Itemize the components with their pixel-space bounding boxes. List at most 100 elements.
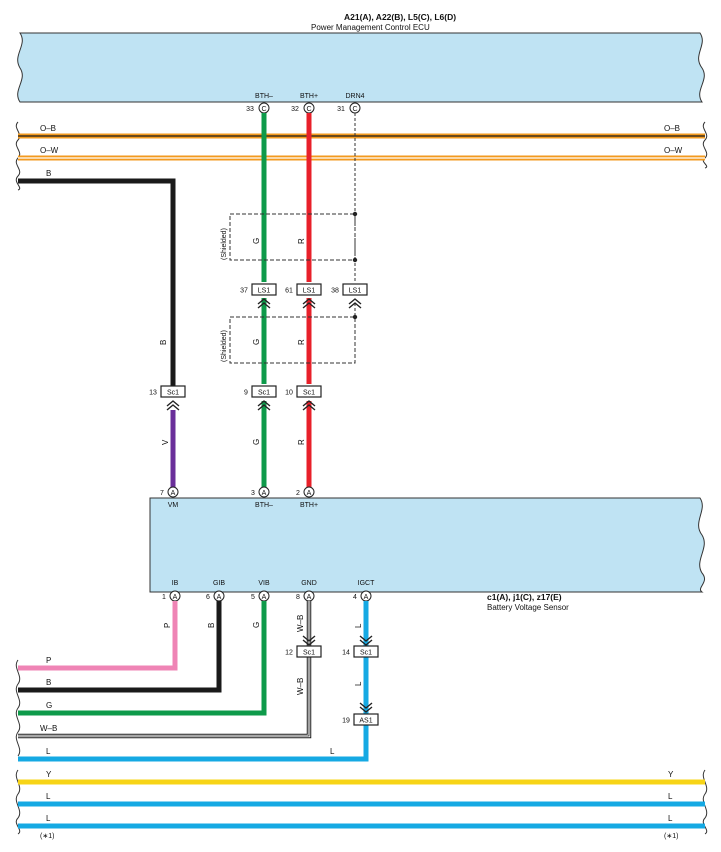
sensor-pin-name-gnd: GND [301,580,317,587]
sensor-title: c1(A), j1(C), z17(E) [487,592,562,602]
ecu-subtitle: Power Management Control ECU [311,23,430,32]
wire-l-label-v1: L [354,623,363,628]
sensor-pin-conn-5: A [262,594,267,601]
connector-sc1-14: Sc1 14 [342,635,379,658]
wire-l-label-h: L [46,747,51,756]
wire-pink-ib: P P [18,601,178,671]
bus-o-b-label-left: O–B [40,124,56,133]
ecu-pin-conn-33: C [261,106,266,113]
wire-b-top: B B [18,169,176,387]
connector-as1-19-num: 19 [342,718,350,725]
bus-l2-label-left: L [46,814,51,823]
wire-b-label-vertical: B [159,340,168,345]
bus-y-label-left: Y [46,770,52,779]
ecu-pins: BTH– BTH+ DRN4 C C C 33 32 31 [246,93,365,114]
connector-sc1-10: Sc1 10 [285,385,322,411]
ecu-box [17,32,705,103]
bus-l1-label-left: L [46,792,51,801]
sensor-pin-name-igct: IGCT [358,580,375,587]
connector-sc1-13-num: 13 [149,390,157,397]
sensor-pin-num-4: 4 [353,594,357,601]
connector-sc1-14-num: 14 [342,650,350,657]
sensor-pin-name-vm: VM [168,502,179,509]
connector-sc1-12-label: Sc1 [303,650,315,657]
sensor-bottom-pins: IB GIB VIB GND IGCT A A A A A 1 6 5 8 4 [162,580,375,602]
wire-v-label: V [161,439,170,445]
wire-r-label-3: R [297,439,306,445]
ecu-title: A21(A), A22(B), L5(C), L6(D) [344,12,456,22]
wire-g-label-bottom-v: G [252,622,261,628]
sensor-pin-conn-6: A [217,594,222,601]
bus-o-w-label-left: O–W [40,146,59,155]
shield-1: (Shielded) [221,211,358,263]
sensor-pin-conn-2: A [307,490,312,497]
connector-ls1-38: LS1 38 [331,283,368,309]
wire-g-label-2: G [252,339,261,345]
ecu-pin-name-bth-plus: BTH+ [300,93,318,100]
ecu-pin-num-32: 32 [291,106,299,113]
wire-l-label-h2: L [330,747,335,756]
sensor-pin-name-gib: GIB [213,580,225,587]
sensor-pin-num-5: 5 [251,594,255,601]
connector-ls1-37-num: 37 [240,288,248,295]
wire-b-label-top: B [46,169,51,178]
ecu-pin-name-drn4: DRN4 [345,93,364,100]
sensor-pin-num-7: 7 [160,490,164,497]
sensor-pin-num-6: 6 [206,594,210,601]
wire-g-label-3: G [252,439,261,445]
ecu-pin-conn-32: C [306,106,311,113]
sensor-box [149,497,706,593]
wire-g-label-bottom-h: G [46,701,52,710]
connector-sc1-9-label: Sc1 [258,390,270,397]
connector-as1-19: AS1 19 [342,702,379,726]
wire-r-label-1: R [297,238,306,244]
bus-o-w: O–W O–W [18,146,705,161]
shield-2: (Shielded) [221,303,358,364]
wire-red-bth-plus: R R R [297,113,312,487]
wire-green-vib: G G [18,601,267,716]
bus-l-2: L L (∗1) (∗1) [18,814,705,840]
bus-l1-label-right: L [668,792,673,801]
connector-ls1-38-num: 38 [331,288,339,295]
bus-l2-label-right: L [668,814,673,823]
sensor-pin-num-2: 2 [296,490,300,497]
connector-ls1-61-num: 61 [285,288,293,295]
ecu-pin-conn-31: C [352,106,357,113]
sensor-pin-name-ib: IB [172,580,179,587]
sensor-pin-conn-8: A [307,594,312,601]
sensor-pin-conn-3: A [262,490,267,497]
bus-l-1: L L [18,792,705,807]
connector-sc1-14-label: Sc1 [360,650,372,657]
wire-l-label-v2: L [354,681,363,686]
wire-p-label-v: P [163,623,172,628]
connector-ls1-61-label: LS1 [303,288,316,295]
bus-o-b-label-right: O–B [664,124,680,133]
connector-ls1-38-label: LS1 [349,288,362,295]
bus-o-b: O–B O–B [18,124,705,139]
ecu-pin-num-33: 33 [246,106,254,113]
wire-green-bth-minus: G G G [252,113,267,487]
footnote-right: (∗1) [664,833,678,840]
connector-ls1-37-label: LS1 [258,288,271,295]
sensor-pin-name-bth-plus: BTH+ [300,502,318,509]
sensor-pin-conn-1: A [173,594,178,601]
wire-wb-label-v2: W–B [296,678,305,695]
bus-y-label-right: Y [668,770,674,779]
connector-sc1-13-label: Sc1 [167,390,179,397]
ecu-pin-name-bth-minus: BTH– [255,93,273,100]
wire-p-label-h: P [46,656,51,665]
connector-as1-19-label: AS1 [359,718,372,725]
connector-sc1-10-label: Sc1 [303,390,315,397]
sensor-subtitle: Battery Voltage Sensor [487,603,569,612]
wire-b-label-bottom-v: B [207,623,216,628]
sensor-pin-num-3: 3 [251,490,255,497]
break-marks [15,121,708,835]
connector-sc1-10-num: 10 [285,390,293,397]
wire-g-label-1: G [252,238,261,244]
bus-y: Y Y [18,770,705,785]
wire-black-gib: B B [18,601,222,693]
connector-sc1-9-num: 9 [244,390,248,397]
shield-1-label: (Shielded) [221,228,228,260]
sensor-pin-conn-7: A [171,490,176,497]
